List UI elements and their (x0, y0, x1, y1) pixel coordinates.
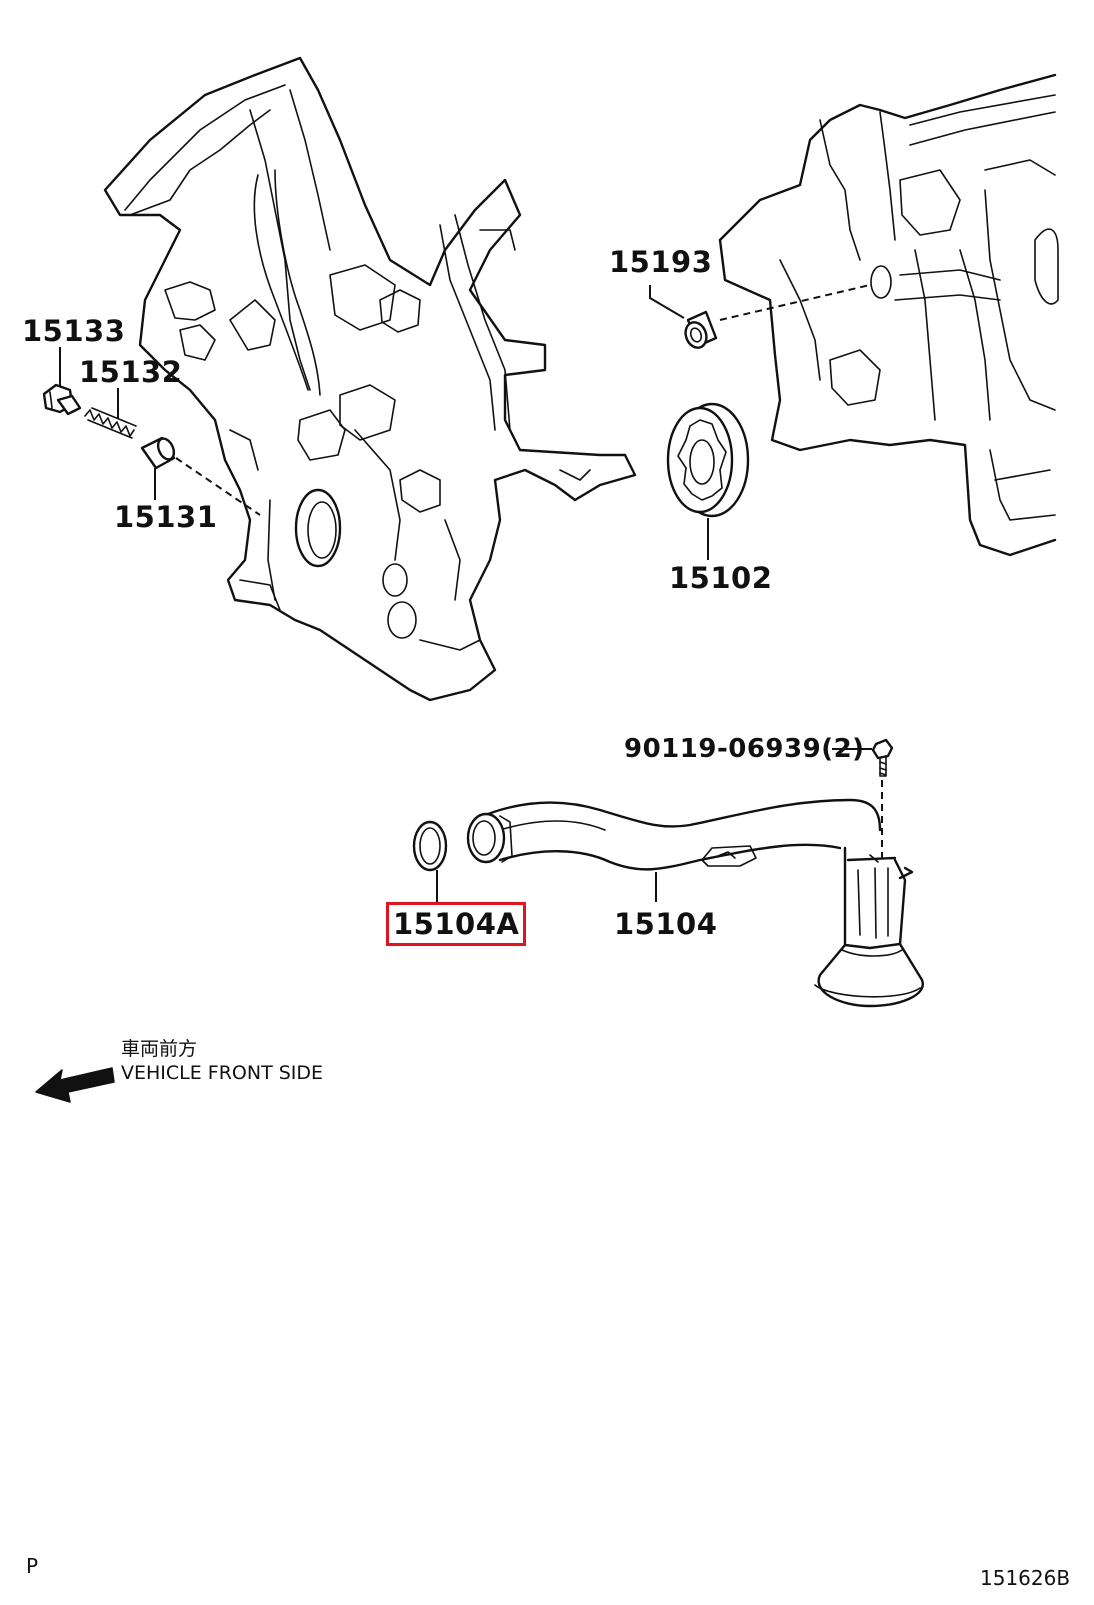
callout-15131[interactable]: 15131 (114, 500, 218, 534)
relief-valve-parts (42, 347, 261, 516)
valve-15131-part (140, 436, 176, 470)
oil-strainer-15104-part (466, 738, 924, 1008)
direction-note-en: VEHICLE FRONT SIDE (121, 1062, 324, 1084)
bolt-90119-part (871, 738, 894, 777)
timing-cover-illustration (103, 56, 637, 702)
callout-15132[interactable]: 15132 (79, 355, 183, 389)
callout-15102[interactable]: 15102 (669, 561, 773, 595)
callout-90119-06939[interactable]: 90119-06939(2) (624, 734, 865, 764)
plug-15133-part (42, 383, 82, 416)
callout-15193[interactable]: 15193 (609, 245, 713, 279)
callout-15133[interactable]: 15133 (22, 314, 126, 348)
callout-15104A-highlighted[interactable]: 15104A (386, 902, 527, 946)
gasket-15104A-part (412, 820, 448, 902)
direction-note-jp: 車両前方 (121, 1038, 198, 1060)
bushing-15193-part (649, 284, 871, 349)
pump-rotor-15102-part (666, 402, 750, 560)
diagram-id: 151626B (980, 1566, 1071, 1590)
left-arrow-icon (35, 1067, 115, 1103)
engine-block-illustration (718, 73, 1059, 557)
spring-15132-part (84, 407, 137, 439)
callout-15104[interactable]: 15104 (614, 907, 718, 941)
footer-left-mark: P (26, 1554, 39, 1578)
